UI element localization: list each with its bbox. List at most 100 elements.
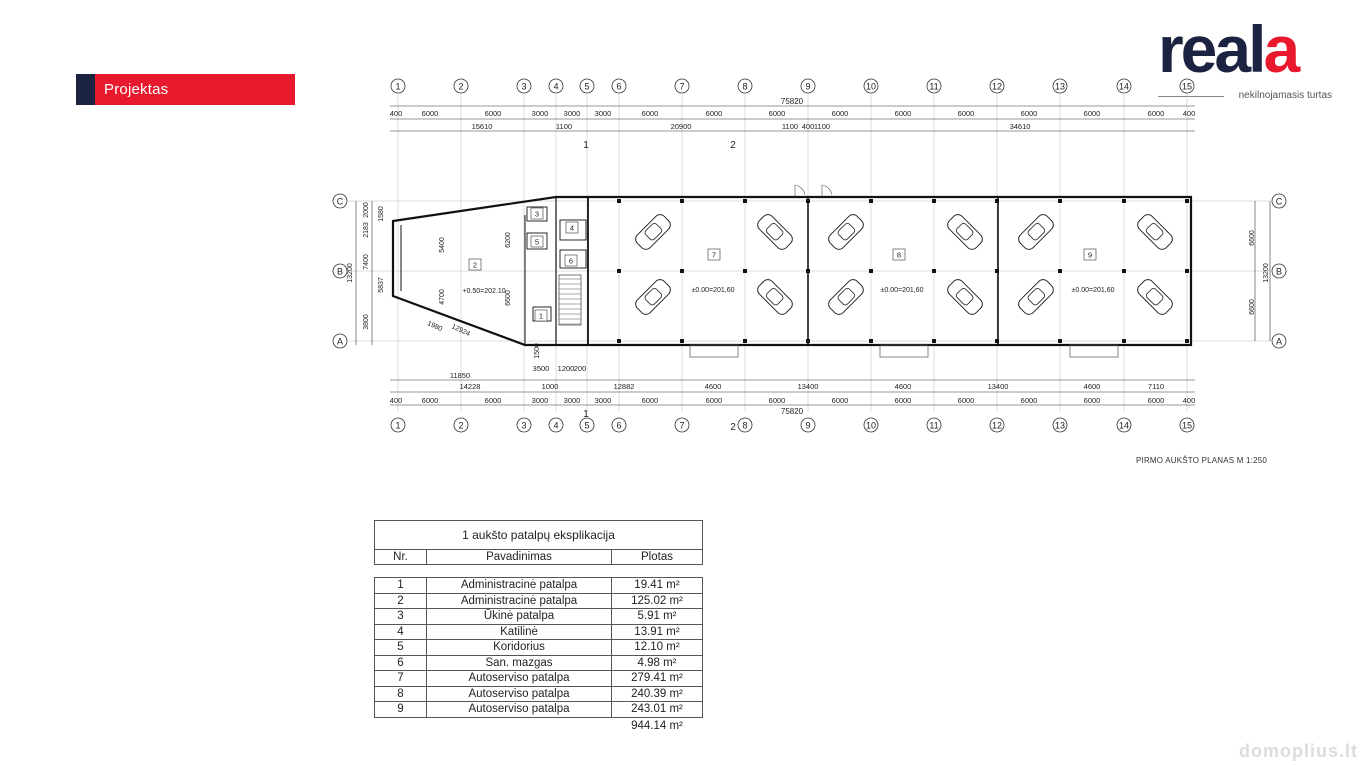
column — [869, 199, 873, 203]
dim-segment-bottom: 4600 — [1084, 382, 1101, 391]
dim-right: 6600 — [1249, 299, 1256, 315]
dim-span-bottom: 400 — [390, 396, 403, 405]
room-area: +0.50=202.10 — [462, 288, 505, 295]
dim-left: 2000 — [363, 202, 370, 218]
column — [743, 269, 747, 273]
dim-span-top: 3000 — [595, 109, 612, 118]
axis-number: 9 — [805, 82, 810, 92]
dim-span-top: 6000 — [422, 109, 439, 118]
axis-number: 15 — [1182, 82, 1192, 92]
dim-span-bottom: 3000 — [532, 396, 549, 405]
room-box-5 — [526, 232, 548, 250]
axis-bubble — [453, 417, 469, 433]
room-tag — [565, 221, 579, 234]
car-icon — [635, 279, 671, 315]
room-tag — [707, 248, 721, 261]
logo-tagline-rule — [1158, 96, 1224, 97]
dim-span-bottom: 3000 — [595, 396, 612, 405]
dim-span-top: 6000 — [958, 109, 975, 118]
room-area: ±0.00=201,60 — [1072, 287, 1115, 294]
axis-number: 5 — [584, 82, 589, 92]
dim-inner: 4700 — [439, 289, 446, 305]
axis-bubble — [1116, 78, 1132, 94]
section-tab: Projektas — [76, 74, 295, 105]
dim-segment-bottom: 13400 — [988, 382, 1009, 391]
axis-bubble — [332, 263, 348, 279]
axis-bubble — [737, 78, 753, 94]
dim-left: 13200 — [347, 263, 354, 283]
dim-span-bottom: 6000 — [642, 396, 659, 405]
axis-bubble — [548, 417, 564, 433]
car-icon — [828, 279, 864, 315]
axis-number: 8 — [742, 421, 747, 431]
axis-bubble — [1271, 263, 1287, 279]
dim-segment-bottom: 200 — [574, 364, 587, 373]
dim-segment-bottom: 4600 — [705, 382, 722, 391]
axis-bubble — [800, 78, 816, 94]
axis-letter: A — [1276, 337, 1282, 347]
cell-nr: 5 — [374, 639, 427, 656]
plan-title: PIRMO AUKŠTO PLANAS M 1:250 — [1136, 456, 1268, 465]
col-header-area: Plotas — [611, 549, 703, 565]
dim-inner: 12924 — [450, 323, 471, 338]
dim-inner: 6200 — [505, 232, 512, 248]
axis-number: 3 — [521, 82, 526, 92]
dim-span-top: 6000 — [895, 109, 912, 118]
column — [1058, 199, 1062, 203]
car-icon — [1018, 279, 1054, 315]
cell-area: 12.10 m² — [611, 639, 703, 656]
axis-bubble — [516, 78, 532, 94]
logo-wordmark: reala — [1158, 12, 1300, 86]
dim-span-top: 3000 — [532, 109, 549, 118]
axis-number: 1 — [395, 421, 400, 431]
cell-nr: 1 — [374, 577, 427, 594]
car-icon — [828, 214, 864, 250]
axis-letter: C — [1276, 197, 1283, 207]
dim-segment-bottom: 14228 — [460, 382, 481, 391]
axis-bubble — [989, 417, 1005, 433]
dim-inner: 1980 — [426, 320, 443, 333]
room-tag — [892, 248, 906, 261]
axis-bubble — [611, 417, 627, 433]
axis-bubble — [989, 78, 1005, 94]
room-box-3 — [526, 206, 548, 222]
axis-number: 6 — [616, 82, 621, 92]
column — [869, 269, 873, 273]
dim-right: 6600 — [1249, 230, 1256, 246]
axis-number: 2 — [458, 421, 463, 431]
column — [680, 269, 684, 273]
room-tag — [1083, 248, 1097, 261]
axis-bubble — [800, 417, 816, 433]
logo-tagline: nekilnojamasis turtas — [1238, 90, 1332, 101]
dim-overall-top: 75820 — [781, 97, 804, 106]
column — [932, 339, 936, 343]
room-number: 1 — [539, 312, 543, 321]
axis-number: 14 — [1119, 82, 1129, 92]
dim-segment-top: 20900 — [671, 122, 692, 131]
cell-nr: 8 — [374, 685, 427, 702]
dim-span-top: 6000 — [485, 109, 502, 118]
axis-number: 11 — [929, 421, 938, 431]
dim-segment-top: 34610 — [1010, 122, 1031, 131]
axis-bubble — [516, 417, 532, 433]
dim-span-top: 6000 — [706, 109, 723, 118]
axis-bubble — [332, 333, 348, 349]
dim-span-top: 6000 — [1084, 109, 1101, 118]
room-box-4 — [559, 219, 587, 241]
room-number: 8 — [897, 251, 901, 260]
door-swing — [794, 184, 806, 197]
dim-span-top: 3000 — [564, 109, 581, 118]
cell-area: 279.41 m² — [611, 670, 703, 687]
col-header-name: Pavadinimas — [426, 549, 612, 565]
axis-bubble — [611, 78, 627, 94]
column — [1058, 339, 1062, 343]
cell-nr: 7 — [374, 670, 427, 687]
cell-name: Administracinė patalpa — [426, 592, 612, 609]
axis-bubble — [1271, 193, 1287, 209]
room-number: 5 — [535, 238, 539, 247]
axis-number: 13 — [1055, 421, 1065, 431]
garage-door — [879, 344, 929, 358]
